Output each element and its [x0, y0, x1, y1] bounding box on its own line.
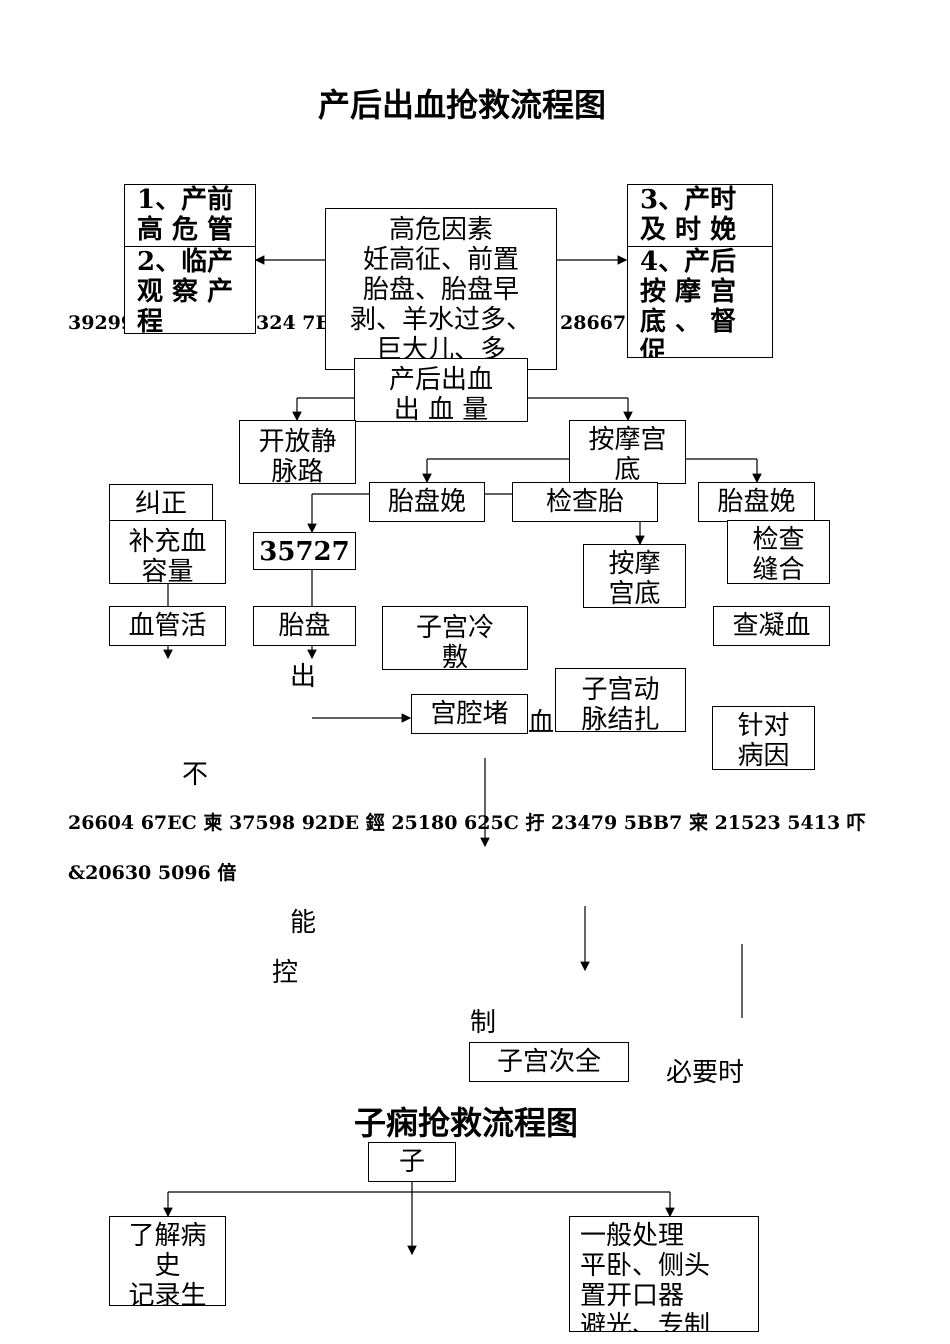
- box-line: 及 时 娩: [640, 215, 737, 245]
- box-line: 2、临产: [137, 247, 234, 277]
- code-text: 39299: [68, 312, 135, 334]
- box-line: 3、产时: [640, 185, 737, 215]
- uterine-artery-box: 子宫动 脉结扎: [555, 668, 686, 732]
- box-line: 按摩宫: [588, 425, 667, 455]
- code-text: &20630 5096 偣: [68, 862, 237, 884]
- label-zhi: 制: [470, 1008, 497, 1038]
- box-line: 胎盘: [278, 611, 331, 641]
- label-chu: 出: [290, 662, 317, 692]
- box-line: 程: [137, 307, 164, 334]
- placenta-delivery-box-2: 胎盘娩: [698, 482, 815, 522]
- box-line: 避光、专制: [580, 1311, 711, 1332]
- box-line: 胎盘娩: [387, 487, 466, 517]
- box-line: 一般处理: [580, 1221, 685, 1251]
- vasoactive-box: 血管活: [109, 606, 226, 646]
- massage-fundus-box: 按摩宫 底: [569, 420, 686, 484]
- box-line: 脉路: [271, 457, 324, 484]
- box-line: 宫腔堵: [430, 699, 509, 729]
- box-line: 敷: [441, 643, 468, 670]
- box-line: 平卧、侧头: [580, 1251, 711, 1281]
- box-line: 子宫次全: [496, 1047, 601, 1077]
- box-line: 35727: [259, 537, 350, 567]
- box-line: 病因: [737, 741, 790, 770]
- box-line: 剥、羊水过多、: [349, 305, 532, 335]
- code-text: 26604 67EC 柬 37598 92DE 鋞 25180 625C 扜 2…: [68, 812, 866, 834]
- placenta-delivery-box: 胎盘娩: [369, 482, 485, 522]
- section-title: 子痫抢救流程图: [354, 1104, 579, 1142]
- box-line: 血管活: [128, 611, 207, 641]
- box-line: 按 摩 宫: [640, 277, 737, 307]
- labor-observe-box: 2、临产 观 察 产 程: [124, 246, 256, 334]
- box-line: 高危因素: [388, 215, 493, 245]
- box-line: 促: [640, 337, 667, 358]
- uterine-packing-box: 宫腔堵: [411, 694, 528, 734]
- label-bu: 不: [182, 760, 209, 790]
- box-line: 补充血: [128, 527, 207, 557]
- box-line: 检查: [752, 525, 805, 555]
- check-coag-box: 查凝血: [713, 606, 830, 646]
- label-when-needed: 必要时: [666, 1058, 745, 1088]
- box-line: 出 血 量: [393, 395, 489, 422]
- history-box: 了解病 史 记录生: [109, 1216, 226, 1306]
- label-kong: 控: [272, 958, 299, 988]
- box-line: 胎盘娩: [717, 487, 796, 517]
- intrapartum-box: 3、产时 及 时 娩: [627, 184, 773, 250]
- box-line: 容量: [141, 557, 194, 584]
- box-line: 检查胎: [545, 487, 624, 517]
- code-text: 324 7E: [256, 312, 330, 334]
- targeted-box: 针对 病因: [712, 706, 815, 770]
- page-title: 产后出血抢救流程图: [318, 86, 607, 124]
- box-line: 针对: [737, 711, 790, 741]
- box-line: 产后出血: [388, 365, 493, 395]
- code-text: 28667: [560, 312, 627, 334]
- box-line: 底: [614, 455, 641, 484]
- risk-factors-box: 高危因素 妊高征、前置 胎盘、胎盘早 剥、羊水过多、 巨大儿、多: [325, 208, 557, 370]
- box-line: 观 察 产: [137, 277, 234, 307]
- box-line: 胎盘、胎盘早: [362, 275, 519, 305]
- box-line: 子宫冷: [415, 613, 494, 643]
- box-line: 脉结扎: [581, 705, 660, 732]
- box-line: 子: [398, 1147, 425, 1177]
- box-line: 妊高征、前置: [362, 245, 519, 275]
- correct-box: 纠正: [109, 484, 213, 524]
- box-line: 记录生: [128, 1281, 207, 1306]
- supplement-volume-box: 补充血 容量: [109, 520, 226, 584]
- hysterectomy-box: 子宫次全: [469, 1042, 629, 1082]
- uterus-cold-box: 子宫冷 敷: [382, 606, 528, 670]
- pph-box: 产后出血 出 血 量: [354, 358, 528, 422]
- box-line: 开放静: [258, 427, 337, 457]
- massage-uterus-box: 按摩 宫底: [583, 544, 686, 608]
- box-line: 子宫动: [581, 675, 660, 705]
- check-placenta-box: 检查胎: [512, 482, 658, 522]
- open-iv-box: 开放静 脉路: [239, 420, 356, 484]
- box-line: 查凝血: [732, 611, 811, 641]
- box-line: 缝合: [752, 555, 805, 584]
- general-care-box: 一般处理 平卧、侧头 置开口器 避光、专制: [569, 1216, 759, 1332]
- box-line: 4、产后: [640, 247, 737, 277]
- label-neng: 能: [290, 908, 317, 938]
- check-suture-box: 检查 缝合: [727, 520, 830, 584]
- box-line: 1、产前: [137, 185, 234, 215]
- box-line: 史: [154, 1251, 181, 1281]
- number-box: 35727: [253, 532, 356, 570]
- box-line: 宫底: [608, 579, 661, 608]
- placenta-out-box: 胎盘: [253, 606, 356, 646]
- box-line: 置开口器: [580, 1281, 685, 1311]
- box-line: 高 危 管: [137, 215, 234, 245]
- postpartum-massage-box: 4、产后 按 摩 宫 底 、 督 促: [627, 246, 773, 358]
- antenatal-box: 1、产前 高 危 管: [124, 184, 256, 250]
- box-line: 了解病: [128, 1221, 207, 1251]
- eclampsia-box: 子: [368, 1142, 456, 1182]
- box-line: 按摩: [608, 549, 661, 579]
- box-line: 纠正: [134, 489, 187, 519]
- label-fragment: 血: [528, 708, 555, 738]
- box-line: 底 、 督: [640, 307, 737, 337]
